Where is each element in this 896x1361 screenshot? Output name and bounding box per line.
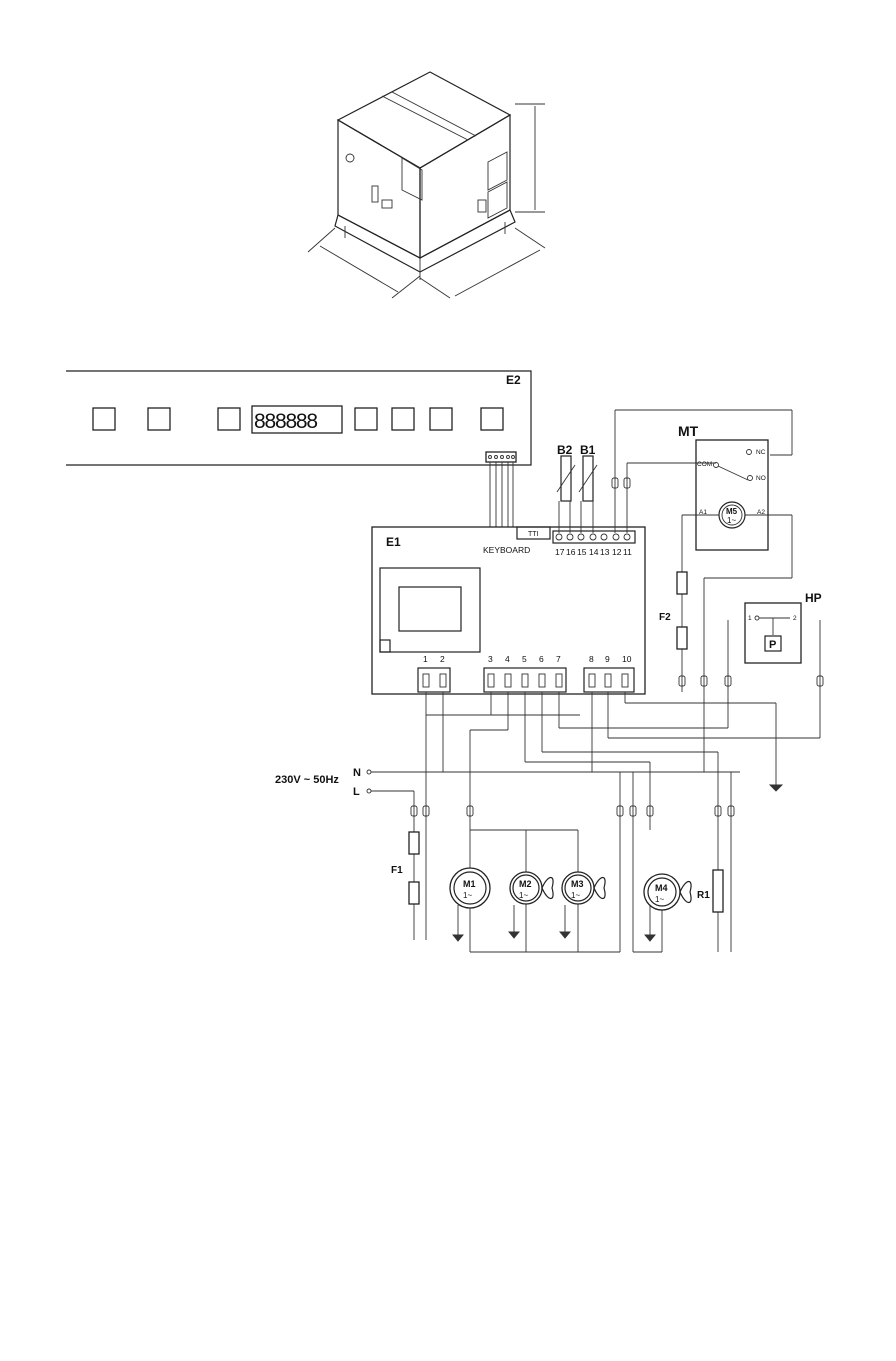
motor-m1-sub: 1~ xyxy=(463,891,472,900)
controller-board-e1: E1 KEYBOARD TTI 17 16 15 14 13 12 11 1 2… xyxy=(371,526,646,695)
mt-no-label: NO xyxy=(756,475,766,482)
ground-symbol xyxy=(559,931,571,939)
terminal-label: 15 xyxy=(577,547,587,557)
motor-m4-sub: 1~ xyxy=(655,895,664,904)
terminal-label: 10 xyxy=(622,654,632,664)
wiring xyxy=(371,409,821,953)
terminal-block-8-10 xyxy=(583,667,635,693)
terminal-label: 3 xyxy=(488,654,493,664)
motor-m2: M2 1~ xyxy=(509,871,554,905)
motor-m2-label: M2 xyxy=(519,879,532,889)
motors: M1 1~ M2 1~ M3 1~ M4 1~ xyxy=(449,867,692,911)
ground-symbol xyxy=(768,784,784,792)
terminal-label: 2 xyxy=(440,654,445,664)
panel-key[interactable] xyxy=(147,407,171,431)
hp-p-label: P xyxy=(769,639,776,651)
terminal-label: 11 xyxy=(623,547,632,557)
probes: B2 B1 xyxy=(556,443,598,533)
power-supply: 230V ~ 50Hz N L xyxy=(275,767,372,798)
supply-line-label: L xyxy=(353,786,360,798)
motor-m4-label: M4 xyxy=(655,883,668,893)
hp-label: HP xyxy=(805,591,822,605)
motor-m3: M3 1~ xyxy=(561,871,606,905)
terminal-label: 1 xyxy=(423,654,428,664)
terminal-label: 13 xyxy=(600,547,610,557)
supply-voltage: 230V ~ 50Hz xyxy=(275,774,339,786)
panel-key[interactable] xyxy=(480,407,504,431)
controller-label: E1 xyxy=(386,535,401,549)
hp-pin2: 2 xyxy=(793,615,797,622)
machine-isometric-illustration xyxy=(307,71,546,299)
ground-symbol xyxy=(508,931,520,939)
motor-m2-sub: 1~ xyxy=(519,891,528,900)
mt-a1-label: A1 xyxy=(699,509,707,516)
panel-key[interactable] xyxy=(429,407,453,431)
seven-segment-display xyxy=(251,405,343,434)
terminal-label: 7 xyxy=(556,654,561,664)
ground-symbol xyxy=(644,934,656,942)
panel-connector xyxy=(485,451,517,463)
terminal-label: 16 xyxy=(566,547,576,557)
motor-m5-sub: 1~ xyxy=(727,516,736,525)
mt-com-label: COM xyxy=(697,461,712,468)
motor-m1: M1 1~ xyxy=(449,867,491,909)
hp-pin1: 1 xyxy=(748,615,752,622)
mt-nc-label: NC xyxy=(756,449,766,456)
sensor-terminal-block xyxy=(555,533,631,541)
panel-key[interactable] xyxy=(217,407,241,431)
mt-label: MT xyxy=(678,423,699,439)
fuse-f1-label: F1 xyxy=(391,865,403,876)
contactor-mt: MT NC COM NO A1 A2 M5 1~ xyxy=(678,423,769,551)
motor-m3-label: M3 xyxy=(571,879,584,889)
resistor-label: R1 xyxy=(697,890,710,901)
probe-label-b2: B2 xyxy=(557,443,573,457)
terminal-label: 6 xyxy=(539,654,544,664)
terminal-label: 9 xyxy=(605,654,610,664)
connector-stubs xyxy=(410,477,824,817)
panel-key[interactable] xyxy=(354,407,378,431)
resistor-r1: R1 xyxy=(697,869,724,913)
ground-symbol xyxy=(452,934,464,942)
panel-label: E2 xyxy=(506,373,521,387)
motor-m1-label: M1 xyxy=(463,879,476,889)
mt-a2-label: A2 xyxy=(757,509,765,516)
panel-key[interactable] xyxy=(391,407,415,431)
fuse-f2-label: F2 xyxy=(659,612,671,623)
terminal-label: 5 xyxy=(522,654,527,664)
terminal-label: 12 xyxy=(612,547,622,557)
terminal-label: 8 xyxy=(589,654,594,664)
terminal-label: 4 xyxy=(505,654,510,664)
display-panel-e2: E2 888888 xyxy=(66,370,532,540)
panel-key[interactable] xyxy=(92,407,116,431)
terminal-label: 14 xyxy=(589,547,599,557)
tti-label: TTI xyxy=(528,531,539,538)
terminal-label: 17 xyxy=(555,547,565,557)
motor-m3-sub: 1~ xyxy=(571,891,580,900)
keyboard-label: KEYBOARD xyxy=(483,545,530,555)
terminal-block-1-2 xyxy=(417,667,451,693)
display-digits: 888888 xyxy=(254,410,317,433)
motor-m4: M4 1~ xyxy=(643,873,692,911)
probe-label-b1: B1 xyxy=(580,443,596,457)
motor-m5-label: M5 xyxy=(726,507,738,516)
fuses: F1 F2 xyxy=(391,571,688,905)
supply-neutral-label: N xyxy=(353,767,361,779)
pressure-switch-hp: HP 1 2 P xyxy=(744,591,822,664)
